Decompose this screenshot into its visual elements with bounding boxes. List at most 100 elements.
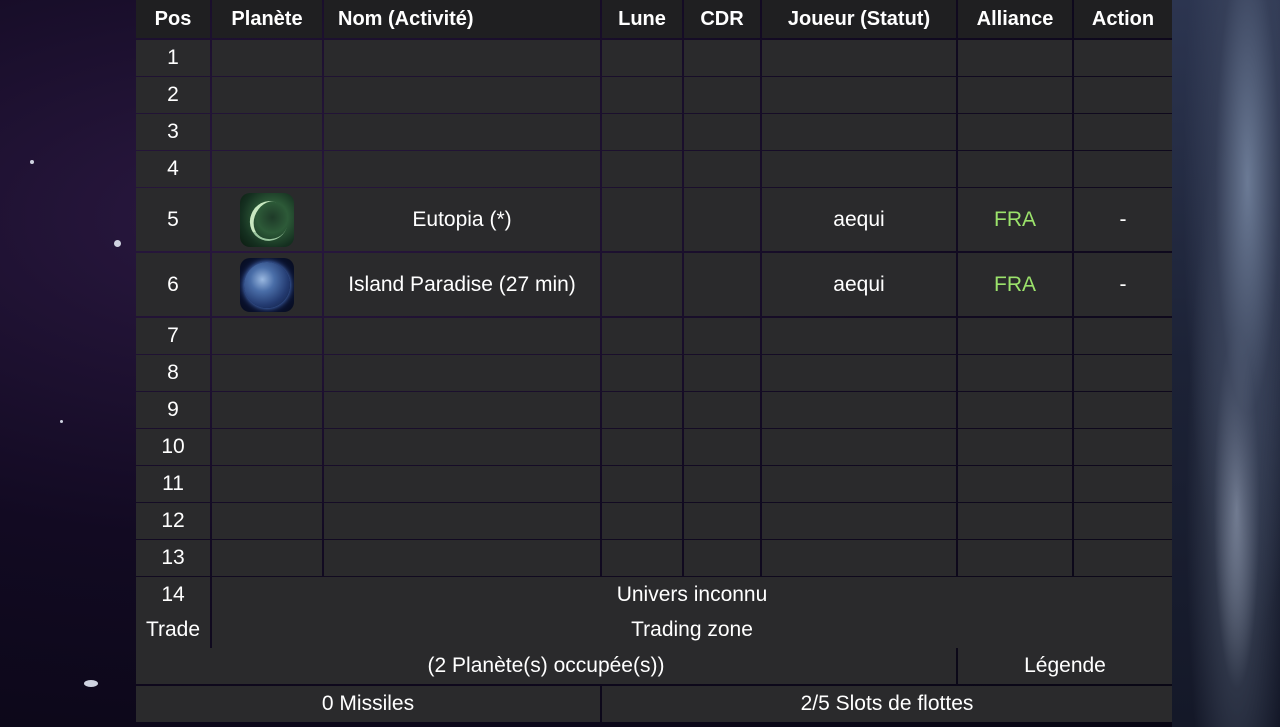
table-row: 6 Island Paradise (27 min) aequi FRA - — [136, 253, 1172, 316]
table-row: 12 — [136, 503, 1172, 539]
row-planet-cell — [212, 151, 322, 187]
row-pos: 13 — [136, 540, 210, 576]
row-pos: 7 — [136, 318, 210, 354]
row-pos: 10 — [136, 429, 210, 465]
trading-zone-link[interactable]: Trading zone — [212, 612, 1172, 648]
player-name-link[interactable]: aequi — [762, 188, 956, 251]
row-moon-cell — [602, 503, 682, 539]
row-action-cell: - — [1074, 188, 1172, 251]
row-alliance-cell — [958, 392, 1072, 428]
col-header-planet: Planète — [212, 0, 322, 38]
row-action-cell — [1074, 503, 1172, 539]
row-debris-cell — [684, 503, 760, 539]
table-row: 8 — [136, 355, 1172, 391]
legend-link[interactable]: Légende — [958, 648, 1172, 684]
row-planet-cell — [212, 503, 322, 539]
planet-name-link[interactable]: Island Paradise (27 min) — [324, 253, 600, 316]
table-row-trade: Trade Trading zone — [136, 612, 1172, 648]
row-alliance-cell — [958, 114, 1072, 150]
row-moon-cell — [602, 40, 682, 76]
star — [30, 160, 34, 164]
row-debris-cell — [684, 40, 760, 76]
row-pos: 14 — [136, 577, 210, 613]
row-pos: 11 — [136, 466, 210, 502]
row-player-cell — [762, 503, 956, 539]
row-planet-cell — [212, 40, 322, 76]
row-planet-cell — [212, 392, 322, 428]
row-planet-cell — [212, 77, 322, 113]
row-pos: 8 — [136, 355, 210, 391]
footer-fleet-row: 0 Missiles 2/5 Slots de flottes — [136, 686, 1172, 722]
row-name-cell — [324, 466, 600, 502]
alliance-tag-link[interactable]: FRA — [958, 253, 1072, 316]
row-planet-cell[interactable] — [212, 188, 322, 251]
col-header-debris: CDR — [684, 0, 760, 38]
planet-name-link[interactable]: Eutopia (*) — [324, 188, 600, 251]
row-action-cell: - — [1074, 253, 1172, 316]
row-alliance-cell — [958, 355, 1072, 391]
row-player-cell — [762, 114, 956, 150]
row-moon-cell — [602, 114, 682, 150]
row-moon-cell — [602, 77, 682, 113]
row-action-cell — [1074, 392, 1172, 428]
row-debris-cell — [684, 253, 760, 316]
row-name-cell — [324, 503, 600, 539]
table-row: 4 — [136, 151, 1172, 187]
row-planet-cell — [212, 429, 322, 465]
missiles-count: 0 Missiles — [136, 686, 600, 722]
row-action-cell — [1074, 151, 1172, 187]
star — [60, 420, 63, 423]
row-action-cell — [1074, 77, 1172, 113]
row-planet-cell — [212, 318, 322, 354]
blue-earth-planet-icon[interactable] — [240, 257, 294, 312]
table-row: 11 — [136, 466, 1172, 502]
row-moon-cell — [602, 355, 682, 391]
row-planet-cell — [212, 114, 322, 150]
row-pos: 1 — [136, 40, 210, 76]
alliance-tag-link[interactable]: FRA — [958, 188, 1072, 251]
row-moon-cell — [602, 151, 682, 187]
unknown-universe-label: Univers inconnu — [212, 577, 1172, 613]
row-pos: 2 — [136, 77, 210, 113]
row-player-cell — [762, 466, 956, 502]
green-moon-planet-icon[interactable] — [240, 192, 294, 247]
row-name-cell — [324, 114, 600, 150]
star — [84, 680, 98, 687]
table-row: 9 — [136, 392, 1172, 428]
table-row: 3 — [136, 114, 1172, 150]
row-action-cell — [1074, 540, 1172, 576]
row-debris-cell — [684, 77, 760, 113]
row-debris-cell — [684, 540, 760, 576]
row-debris-cell — [684, 188, 760, 251]
row-action-cell — [1074, 466, 1172, 502]
row-name-cell — [324, 40, 600, 76]
star — [114, 240, 121, 247]
row-player-cell — [762, 540, 956, 576]
row-action-cell — [1074, 114, 1172, 150]
row-moon-cell — [602, 429, 682, 465]
row-pos: 6 — [136, 253, 210, 316]
row-alliance-cell — [958, 318, 1072, 354]
col-header-pos: Pos — [136, 0, 210, 38]
row-planet-cell[interactable] — [212, 253, 322, 316]
row-player-cell — [762, 355, 956, 391]
col-header-moon: Lune — [602, 0, 682, 38]
col-header-alliance: Alliance — [958, 0, 1072, 38]
row-debris-cell — [684, 466, 760, 502]
row-debris-cell — [684, 114, 760, 150]
table-row-unknown-universe: 14 Univers inconnu — [136, 577, 1172, 613]
row-pos: 9 — [136, 392, 210, 428]
row-moon-cell — [602, 540, 682, 576]
table-row: 5 Eutopia (*) aequi FRA - — [136, 188, 1172, 251]
row-player-cell — [762, 77, 956, 113]
row-pos: 5 — [136, 188, 210, 251]
row-planet-cell — [212, 540, 322, 576]
table-row: 7 — [136, 318, 1172, 354]
row-alliance-cell — [958, 40, 1072, 76]
row-action-cell — [1074, 355, 1172, 391]
player-name-link[interactable]: aequi — [762, 253, 956, 316]
row-debris-cell — [684, 429, 760, 465]
row-moon-cell — [602, 392, 682, 428]
row-pos: 3 — [136, 114, 210, 150]
row-debris-cell — [684, 318, 760, 354]
